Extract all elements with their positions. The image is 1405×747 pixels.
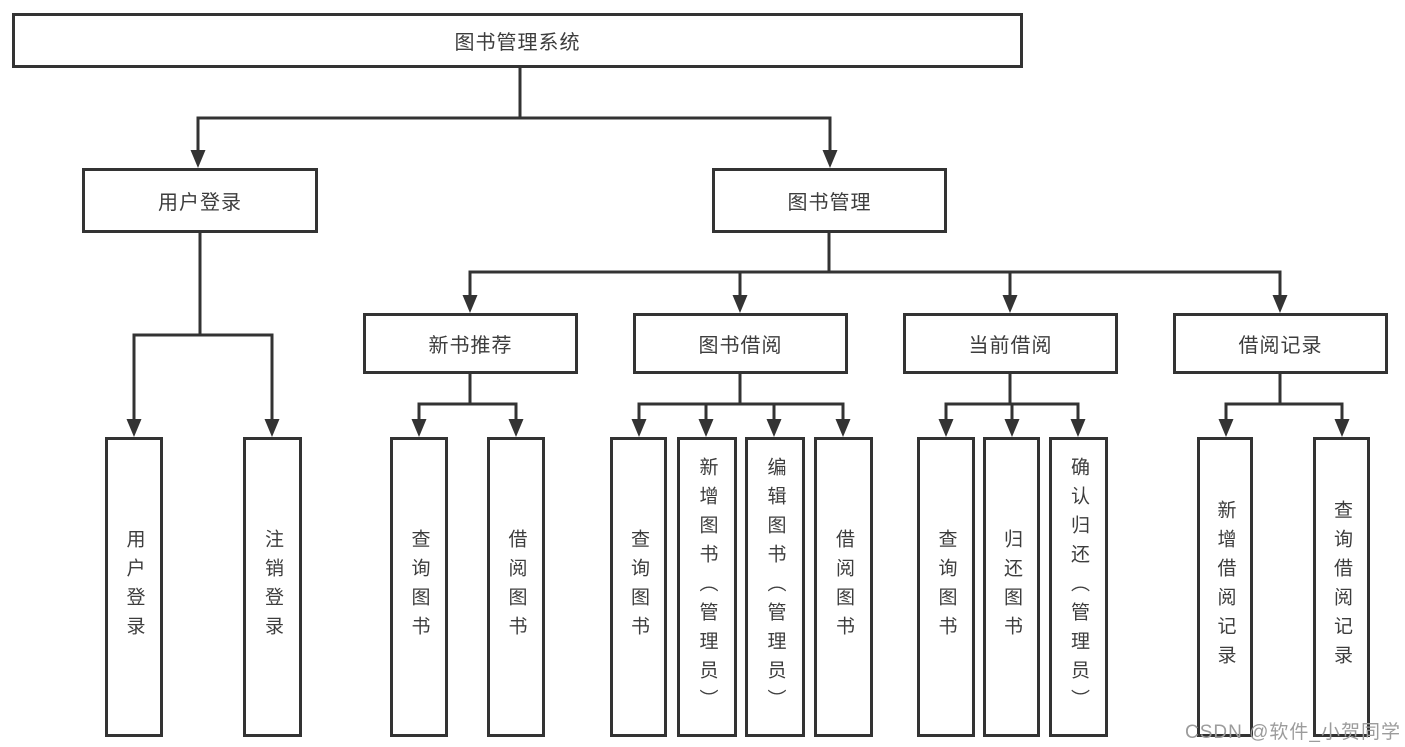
leaf-return-books-label: 归还图书 [1001,529,1022,645]
leaf-edit-books-admin-label: 编辑图书（管理员） [764,456,786,718]
node-borrow-records-label: 借阅记录 [1238,335,1323,357]
node-current-borrow: 当前借阅 [903,313,1118,374]
leaf-borrow-books-label: 借阅图书 [833,529,854,645]
node-new-book-recommend-label: 新书推荐 [428,335,513,357]
leaf-query-borrow-record: 查询借阅记录 [1313,437,1370,737]
arrowhead-icons [126,150,1350,437]
leaf-add-books-admin: 新增图书（管理员） [677,437,737,737]
leaf-logout: 注销登录 [243,437,302,737]
node-root: 图书管理系统 [12,13,1023,68]
leaf-query-books-current: 查询图书 [917,437,975,737]
leaf-borrow-books: 借阅图书 [814,437,873,737]
node-user-login-label: 用户登录 [158,192,242,214]
leaf-add-books-admin-label: 新增图书（管理员） [696,456,718,718]
leaf-confirm-return-admin-label: 确认归还（管理员） [1068,456,1089,718]
node-borrow-records: 借阅记录 [1173,313,1388,374]
node-user-login: 用户登录 [82,168,318,233]
leaf-user-login: 用户登录 [105,437,163,737]
leaf-logout-label: 注销登录 [262,529,283,645]
node-new-book-recommend: 新书推荐 [363,313,578,374]
leaf-query-books-recommend: 查询图书 [390,437,448,737]
leaf-borrow-books-recommend: 借阅图书 [487,437,545,737]
leaf-query-books-recommend-label: 查询图书 [408,529,430,645]
node-book-management: 图书管理 [712,168,947,233]
node-book-management-label: 图书管理 [787,192,872,214]
leaf-query-books-borrow-label: 查询图书 [628,529,649,645]
leaf-return-books: 归还图书 [983,437,1040,737]
node-current-borrow-label: 当前借阅 [968,335,1053,357]
leaf-borrow-books-recommend-label: 借阅图书 [505,529,527,645]
leaf-add-borrow-record: 新增借阅记录 [1197,437,1253,737]
leaf-edit-books-admin: 编辑图书（管理员） [745,437,805,737]
leaf-add-borrow-record-label: 新增借阅记录 [1214,500,1236,674]
node-root-label: 图书管理系统 [454,32,581,54]
leaf-confirm-return-admin: 确认归还（管理员） [1049,437,1108,737]
node-book-borrow-label: 图书借阅 [698,335,783,357]
leaf-query-books-current-label: 查询图书 [935,529,957,645]
leaf-query-borrow-record-label: 查询借阅记录 [1331,500,1352,674]
csdn-watermark: CSDN @软件_小贺同学 [1185,722,1401,743]
leaf-user-login-label: 用户登录 [123,529,145,645]
node-book-borrow: 图书借阅 [633,313,848,374]
leaf-query-books-borrow: 查询图书 [610,437,667,737]
